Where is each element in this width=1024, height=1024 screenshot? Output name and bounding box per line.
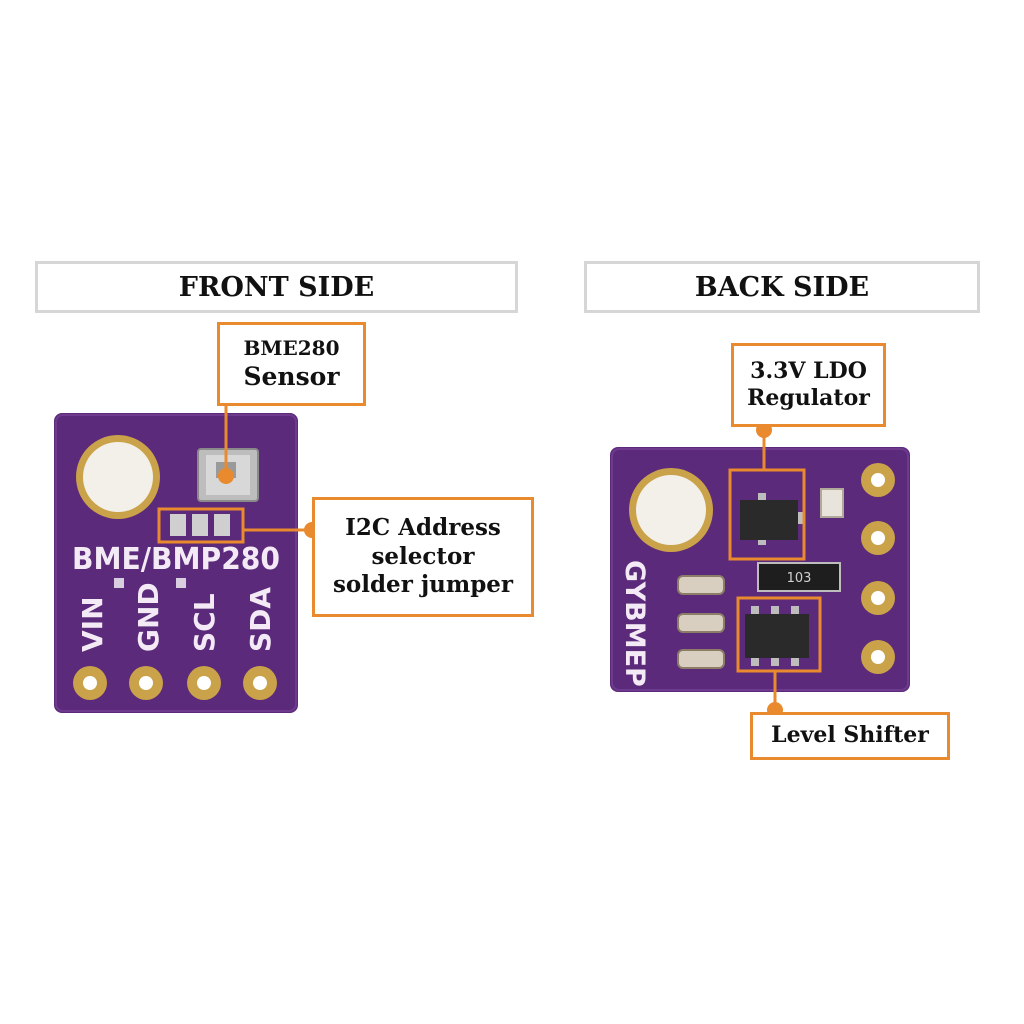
ldo-callout: 3.3V LDO Regulator: [731, 343, 886, 427]
jumper-highlight-box: [157, 507, 245, 544]
jumper-callout-line1: I2C Address: [345, 513, 501, 541]
front-board: BME/BMP280 VIN GND SCL SDA: [54, 413, 298, 713]
back-side-header: BACK SIDE: [584, 261, 980, 313]
ldo-callout-line2: Regulator: [747, 385, 870, 411]
shifter-highlight-box: [736, 596, 822, 673]
ldo-callout-line1: 3.3V LDO: [750, 357, 867, 384]
front-side-header: FRONT SIDE: [35, 261, 518, 313]
pin-label-gnd: GND: [132, 582, 165, 652]
sensor-callout-line2: Sensor: [243, 361, 340, 391]
back-silkscreen-label: GYBMEP: [619, 560, 650, 687]
resistor-marking: 103: [787, 571, 812, 586]
front-silkscreen-title: BME/BMP280: [72, 542, 280, 577]
shifter-callout: Level Shifter: [750, 712, 950, 760]
back-pin-pads: [861, 463, 895, 674]
sensor-callout-line1: BME280: [243, 335, 340, 360]
passive-components: [677, 575, 725, 669]
jumper-callout-line2: selector: [371, 542, 475, 570]
ldo-highlight-box: [728, 468, 806, 561]
ldo-chip: [740, 493, 803, 545]
resistor-103: 103: [757, 562, 841, 592]
jumper-callout-line3: solder jumper: [332, 571, 514, 599]
front-pin-pads: [73, 666, 277, 700]
back-board: GYBMEP 103: [610, 447, 910, 692]
pin-label-sda: SDA: [244, 587, 277, 652]
shifter-callout-line1: Level Shifter: [771, 722, 929, 749]
pin-label-scl: SCL: [188, 593, 221, 652]
sensor-callout: BME280 Sensor: [217, 322, 366, 406]
pin-label-vin: VIN: [76, 596, 109, 652]
solder-jumper-pads: [170, 514, 230, 536]
jumper-callout: I2C Address selector solder jumper: [312, 497, 534, 617]
level-shifter-chip: [745, 606, 809, 666]
